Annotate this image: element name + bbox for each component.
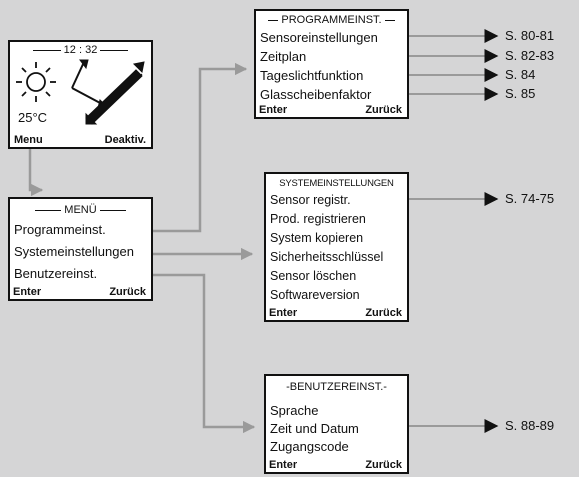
display-time: 12 : 32 (63, 44, 98, 56)
user-box: -BENUTZEREINST.- Sprache Zeit und Datum … (264, 374, 409, 474)
menu-softkeys: Enter Zurück (13, 286, 146, 298)
menu-softkey[interactable]: Menu (14, 134, 43, 146)
display-softkeys: Menu Deaktiv. (14, 134, 146, 146)
system-item-product-register[interactable]: Prod. registrieren (270, 212, 366, 226)
system-item-copy-system[interactable]: System kopieren (270, 231, 364, 245)
user-item-access-code[interactable]: Zugangscode (270, 439, 349, 454)
menu-item-systemeinstellungen[interactable]: Systemeinstellungen (14, 244, 134, 259)
system-item-sensor-register[interactable]: Sensor registr. (270, 193, 351, 207)
enter-softkey[interactable]: Enter (269, 307, 298, 319)
enter-softkey[interactable]: Enter (269, 459, 298, 471)
system-item-security-key[interactable]: Sicherheitsschlüssel (270, 250, 384, 264)
system-item-software-version[interactable]: Softwareversion (270, 288, 360, 302)
enter-softkey[interactable]: Enter (13, 286, 42, 298)
system-box: SYSTEMEINSTELLUNGEN Sensor registr. Prod… (264, 172, 409, 322)
window-blind-icon (71, 59, 145, 125)
programme-box: PROGRAMMEINST. Sensoreinstellungen Zeitp… (254, 9, 409, 119)
back-softkey[interactable]: Zurück (365, 459, 402, 471)
connector-to-programme (150, 62, 248, 233)
page-ref-sensor-settings: S. 80-81 (505, 28, 555, 43)
temperature-readout: 25°C (18, 110, 48, 125)
programme-item-schedule[interactable]: Zeitplan (260, 49, 307, 64)
system-softkeys: Enter Zurück (269, 307, 402, 319)
enter-softkey[interactable]: Enter (259, 104, 288, 116)
user-title: -BENUTZEREINST.- (286, 381, 387, 393)
sun-icon (16, 62, 56, 102)
menu-header: MENÜ (10, 204, 151, 216)
programme-item-sensor-settings[interactable]: Sensoreinstellungen (260, 30, 378, 45)
display-time-header: 12 : 32 (10, 44, 151, 56)
sun-window-illustration (16, 59, 145, 125)
back-softkey[interactable]: Zurück (109, 286, 146, 298)
deactivate-softkey[interactable]: Deaktiv. (104, 134, 146, 146)
system-item-delete-sensor[interactable]: Sensor löschen (270, 269, 357, 283)
menu-box: MENÜ Programmeinst. Systemeinstellungen … (8, 197, 153, 301)
page-ref-daylight: S. 84 (505, 67, 536, 82)
connector-to-user (150, 273, 256, 434)
user-softkeys: Enter Zurück (269, 459, 402, 471)
connector-display-to-menu (28, 149, 44, 197)
user-item-time-date[interactable]: Zeit und Datum (270, 421, 359, 436)
menu-title: MENÜ (64, 204, 97, 216)
programme-item-glass-factor[interactable]: Glasscheibenfaktor (260, 87, 372, 102)
page-ref-glass-factor: S. 85 (505, 86, 536, 101)
display-screen: 12 : 32 25°C Menu Deaktiv. (8, 40, 153, 149)
page-ref-time-date: S. 88-89 (505, 418, 555, 433)
system-title: SYSTEMEINSTELLUNGEN (279, 178, 394, 189)
programme-softkeys: Enter Zurück (259, 104, 402, 116)
user-item-language[interactable]: Sprache (270, 403, 319, 418)
back-softkey[interactable]: Zurück (365, 104, 402, 116)
page-ref-schedule: S. 82-83 (505, 48, 555, 63)
programme-title: PROGRAMMEINST. (281, 14, 382, 26)
page-ref-sensor-register: S. 74-75 (505, 191, 555, 206)
back-softkey[interactable]: Zurück (365, 307, 402, 319)
programme-header: PROGRAMMEINST. (256, 14, 407, 26)
programme-item-daylight[interactable]: Tageslichtfunktion (260, 68, 364, 83)
menu-item-benutzereinst[interactable]: Benutzereinst. (14, 266, 98, 281)
menu-item-programmeinst[interactable]: Programmeinst. (14, 222, 106, 237)
